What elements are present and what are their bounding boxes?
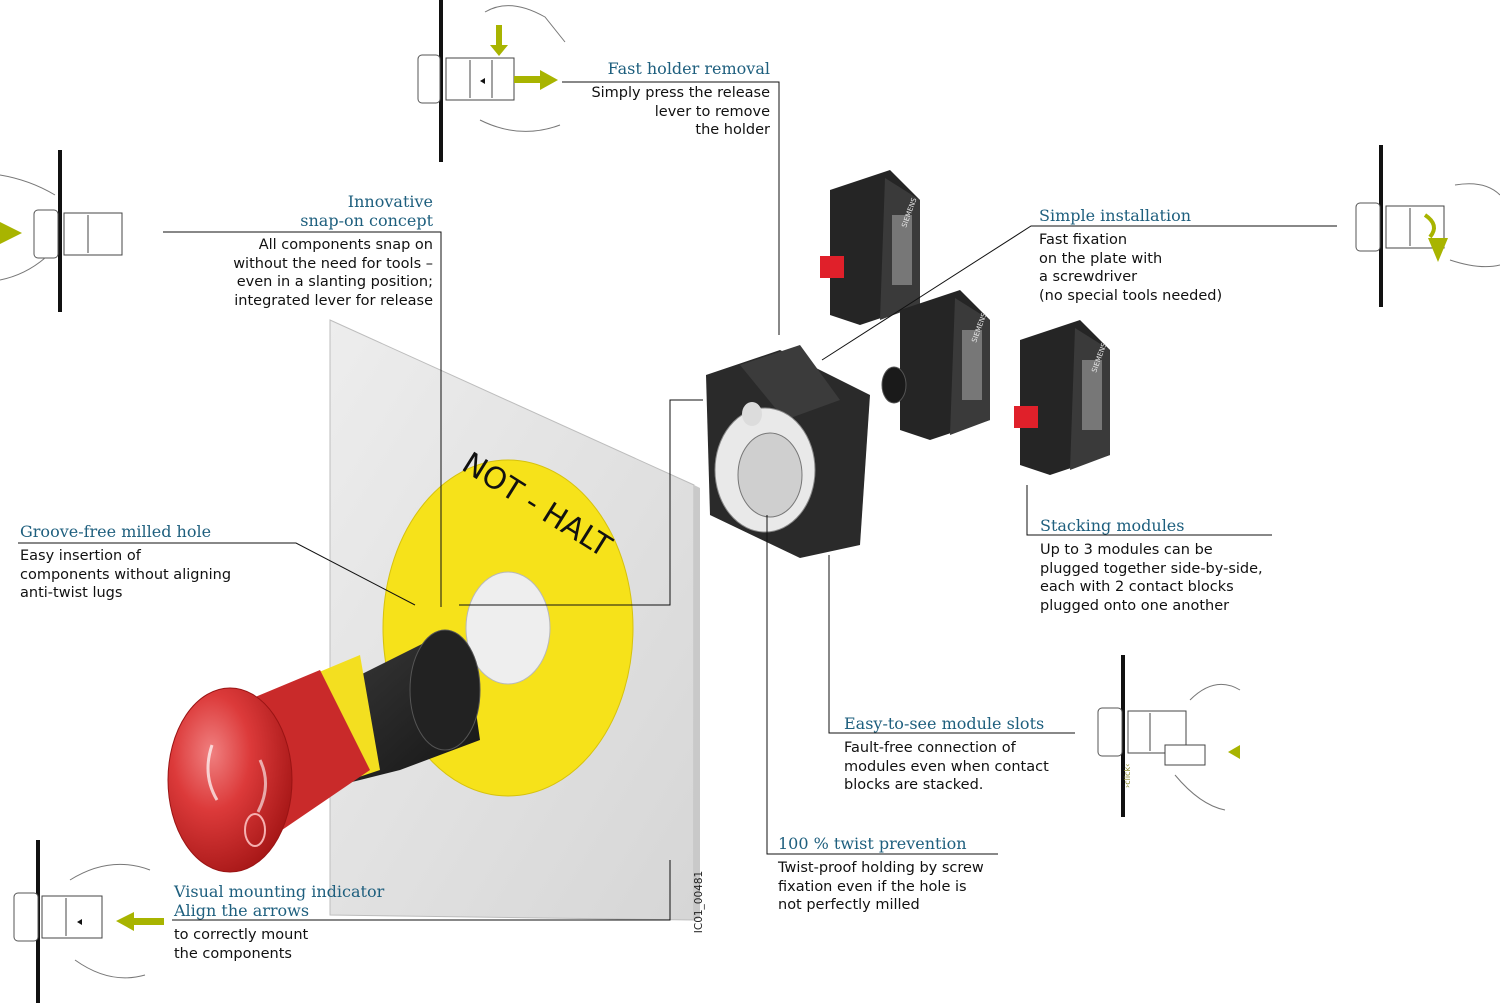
- callout-simple-installation: Simple installation Fast fixation on the…: [1039, 206, 1223, 304]
- inset-fast-holder-removal: [417, 0, 566, 162]
- callout-twist-prevention: 100 % twist prevention Twist-proof holdi…: [778, 834, 984, 913]
- mounting-plate-edge: [694, 485, 700, 920]
- mounting-hole: [465, 571, 551, 685]
- inset-visual-mounting: [13, 840, 164, 1003]
- inset-simple-installation: [1355, 145, 1500, 307]
- callout-snap-on-concept: Innovative snap-on concept All component…: [233, 192, 433, 309]
- contact-block-middle: [881, 290, 990, 440]
- click-text: ›click‹: [1123, 764, 1132, 788]
- leader-lines: [18, 81, 1337, 921]
- inset-snap-on: [0, 150, 123, 312]
- callout-module-slots: Easy-to-see module slots Fault-free conn…: [844, 714, 1049, 793]
- callout-groove-free-hole: Groove-free milled hole Easy insertion o…: [20, 522, 232, 601]
- emergency-stop-button: [167, 629, 481, 873]
- callout-visual-mounting-indicator: Visual mounting indicator Align the arro…: [174, 882, 385, 962]
- contact-block-right: [1014, 320, 1110, 475]
- contact-block-top: [820, 170, 920, 325]
- callout-stacking-modules: Stacking modules Up to 3 modules can be …: [1040, 516, 1263, 614]
- inset-module-slots: ›click‹: [1097, 655, 1241, 817]
- figure-code: IC01_00481: [693, 870, 706, 934]
- callout-title: Fast holder removal: [607, 59, 770, 78]
- holder-module: [706, 345, 870, 558]
- callout-fast-holder-removal: Fast holder removal Simply press the rel…: [560, 59, 770, 140]
